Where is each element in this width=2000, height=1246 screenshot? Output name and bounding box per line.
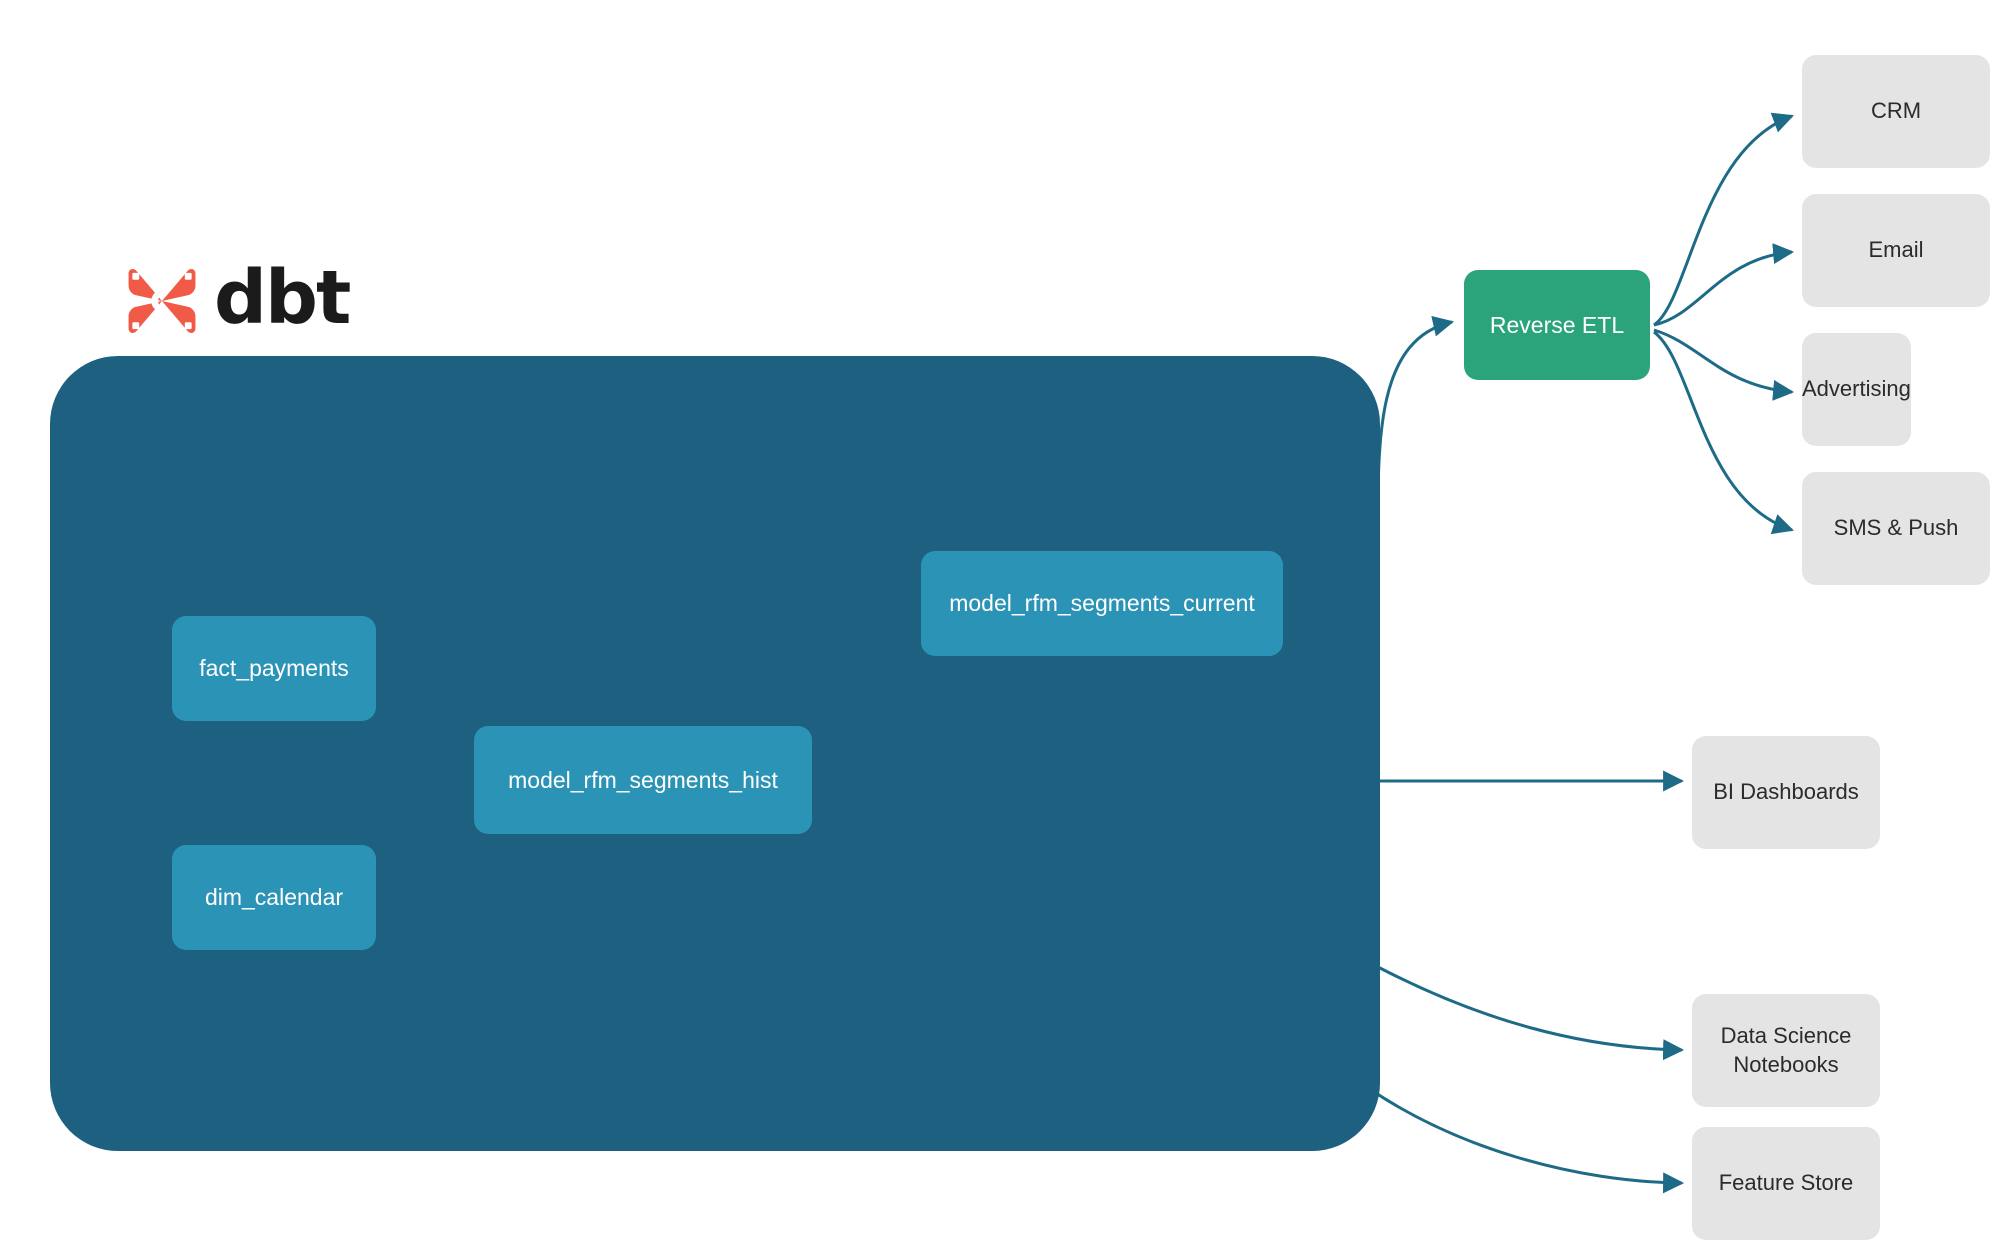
- node-reverse-etl[interactable]: Reverse ETL: [1464, 270, 1650, 380]
- node-email[interactable]: Email: [1802, 194, 1990, 307]
- node-model-rfm-segments-hist-label: model_rfm_segments_hist: [508, 766, 778, 793]
- node-model-rfm-segments-current[interactable]: model_rfm_segments_current: [921, 551, 1283, 656]
- edge-reverse-etl-to-email: [1653, 243, 1795, 327]
- edge-rfm-hist-to-feature-store: [1349, 1073, 1685, 1194]
- dbt-wordmark: dbt: [214, 255, 351, 341]
- dbt-logo-icon: [128, 269, 196, 333]
- node-dim-calendar[interactable]: dim_calendar: [172, 845, 376, 950]
- node-data-science-notebooks-label-line2: Notebooks: [1733, 1051, 1839, 1077]
- node-reverse-etl-label: Reverse ETL: [1489, 311, 1625, 338]
- edge-reverse-etl-to-crm: [1653, 112, 1794, 327]
- node-dim-calendar-label: dim_calendar: [204, 884, 344, 910]
- dbt-brand-lockup: dbt: [124, 258, 464, 344]
- node-fact-payments-label: fact_payments: [199, 655, 349, 681]
- node-model-rfm-segments-hist[interactable]: model_rfm_segments_hist: [474, 726, 812, 834]
- node-sms-push-label: SMS & Push: [1833, 515, 1959, 541]
- node-data-science-notebooks[interactable]: Data Science Notebooks: [1692, 994, 1880, 1107]
- node-feature-store[interactable]: Feature Store: [1692, 1127, 1880, 1240]
- node-sms-push[interactable]: SMS & Push: [1802, 472, 1990, 585]
- node-crm[interactable]: CRM: [1802, 55, 1990, 168]
- node-email-label: Email: [1868, 237, 1924, 263]
- node-feature-store-label: Feature Store: [1718, 1170, 1854, 1196]
- edge-rfm-hist-to-ds-notebooks: [1377, 965, 1685, 1061]
- node-bi-dashboards[interactable]: BI Dashboards: [1692, 736, 1880, 849]
- node-advertising-label: Advertising: [1802, 376, 1911, 402]
- edge-reverse-etl-to-sms-push: [1653, 330, 1794, 535]
- node-crm-label: CRM: [1870, 98, 1922, 124]
- edge-rfm-current-to-reverse-etl-outer: [1376, 315, 1455, 563]
- node-bi-dashboards-label: BI Dashboards: [1713, 779, 1859, 805]
- node-model-rfm-segments-current-label: model_rfm_segments_current: [949, 590, 1255, 616]
- node-advertising[interactable]: Advertising: [1802, 333, 1911, 446]
- node-data-science-notebooks-label-line1: Data Science: [1720, 1022, 1852, 1048]
- node-fact-payments[interactable]: fact_payments: [172, 616, 376, 721]
- edge-reverse-etl-to-advertising: [1653, 328, 1795, 401]
